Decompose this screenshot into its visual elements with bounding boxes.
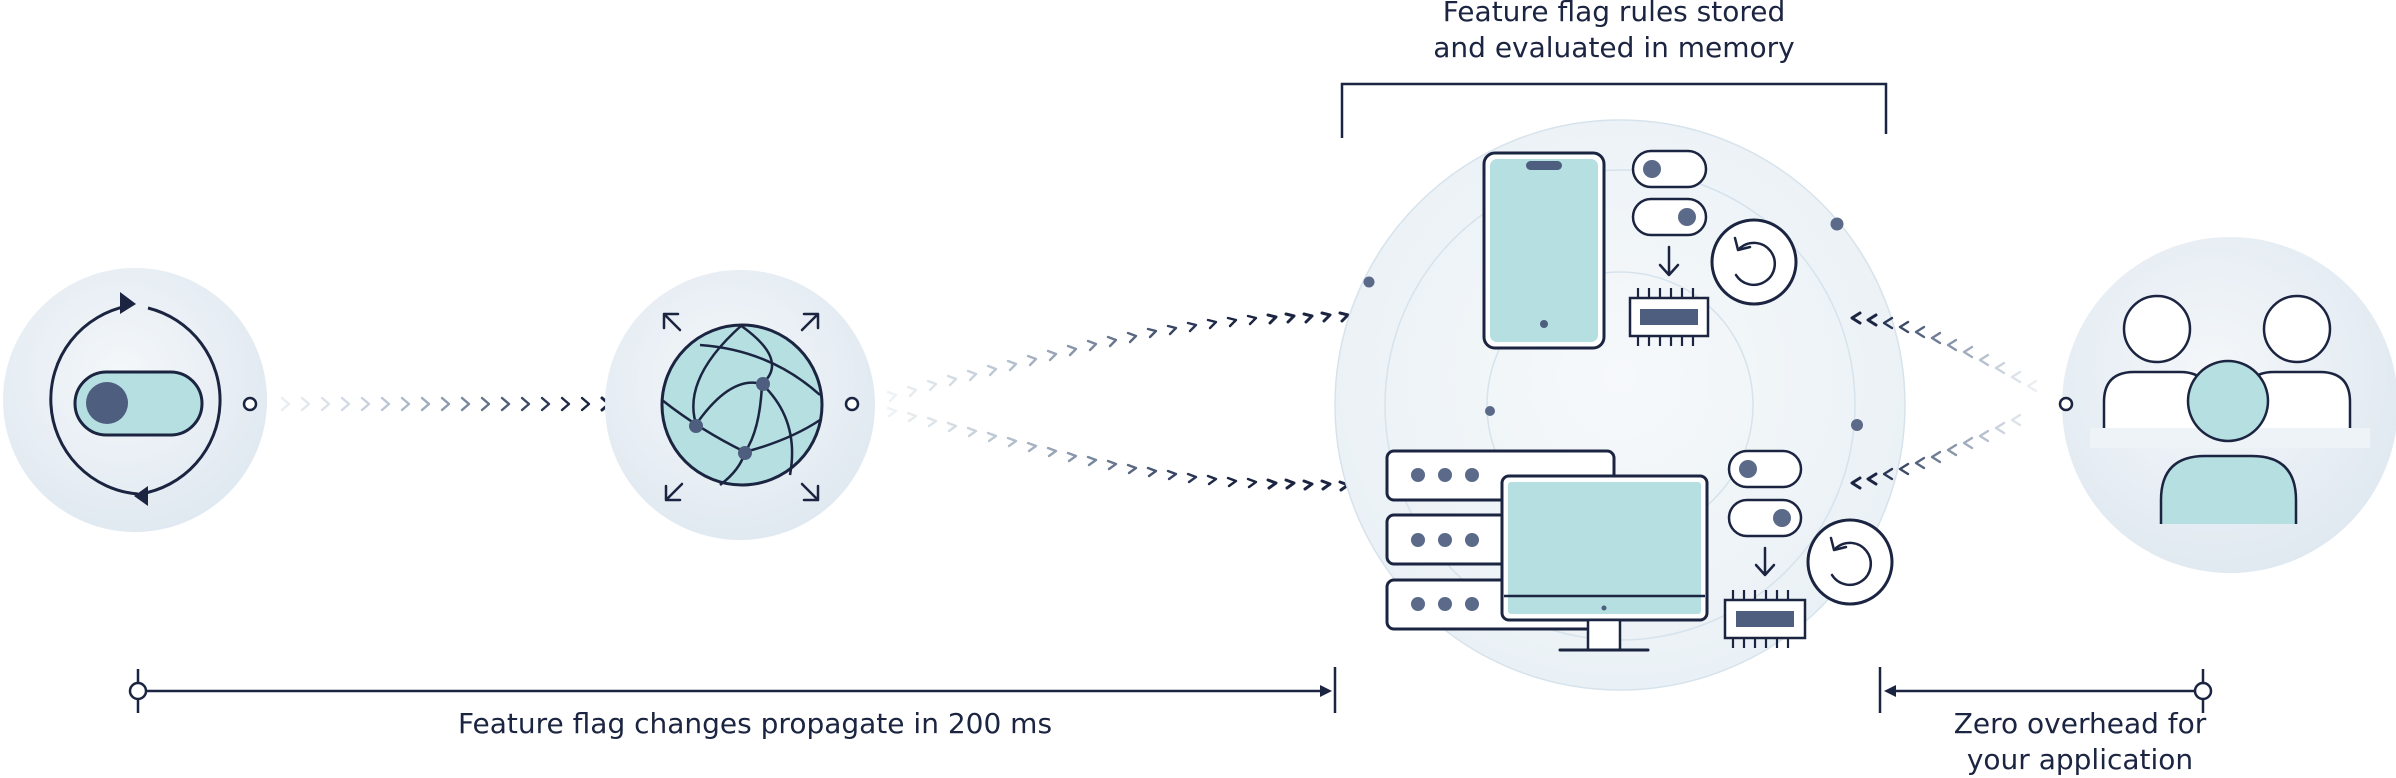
memory-caption-line2: and evaluated in memory	[1433, 31, 1795, 64]
memory-caption: Feature flag rules stored and evaluated …	[1280, 0, 1948, 66]
users-node	[2058, 237, 2396, 573]
globe-port	[844, 396, 860, 412]
memory-chip-icon	[1723, 590, 1807, 648]
globe-network-icon	[660, 312, 824, 502]
toggle-switch-icon	[49, 292, 222, 506]
propagation-caption: Feature flag changes propagate in 200 ms	[330, 706, 1180, 742]
refresh-icon	[1710, 218, 1798, 306]
arrow-down-icon	[1754, 546, 1776, 577]
memory-bracket	[1340, 82, 1888, 138]
arrows-globe-to-phone	[886, 311, 1366, 403]
server-flag-toggles	[1727, 449, 1803, 577]
memory-zone	[1334, 82, 1906, 691]
desktop-monitor-icon	[1500, 474, 1709, 652]
arrows-globe-to-server	[886, 406, 1366, 492]
orbit-dot	[1485, 406, 1495, 416]
memory-chip-icon	[1628, 288, 1710, 346]
orbit-dot	[1363, 276, 1375, 288]
phone-flag-toggles	[1631, 149, 1708, 277]
toggle-switch-icon	[1727, 498, 1803, 538]
toggle-port	[242, 396, 258, 412]
arrows-toggle-to-globe	[280, 396, 626, 412]
arrow-down-icon	[1658, 245, 1680, 277]
orbit-dot	[1830, 217, 1844, 231]
propagation-caption-text: Feature flag changes propagate in 200 ms	[457, 707, 1053, 740]
arrows-users-to-phone	[1850, 311, 2038, 393]
orbit-dot	[1851, 419, 1863, 431]
refresh-icon	[1806, 518, 1894, 606]
toggle-switch-icon	[1631, 197, 1708, 237]
overhead-caption-line2: your application	[1966, 743, 2194, 776]
toggle-node	[3, 268, 267, 532]
overhead-caption-line1: Zero overhead for	[1953, 707, 2207, 740]
memory-caption-line1: Feature flag rules stored	[1442, 0, 1786, 28]
arrows-users-to-server	[1850, 413, 2022, 490]
overhead-caption: Zero overhead for your application	[1870, 706, 2290, 778]
overhead-timeline	[1878, 667, 2213, 713]
propagation-timeline	[128, 667, 1337, 713]
toggle-switch-icon	[1727, 449, 1803, 489]
globe-node	[605, 270, 875, 540]
toggle-switch-icon	[1631, 149, 1708, 189]
mobile-phone-icon	[1482, 151, 1606, 350]
users-port	[2058, 396, 2074, 412]
users-group-icon	[2090, 294, 2370, 524]
